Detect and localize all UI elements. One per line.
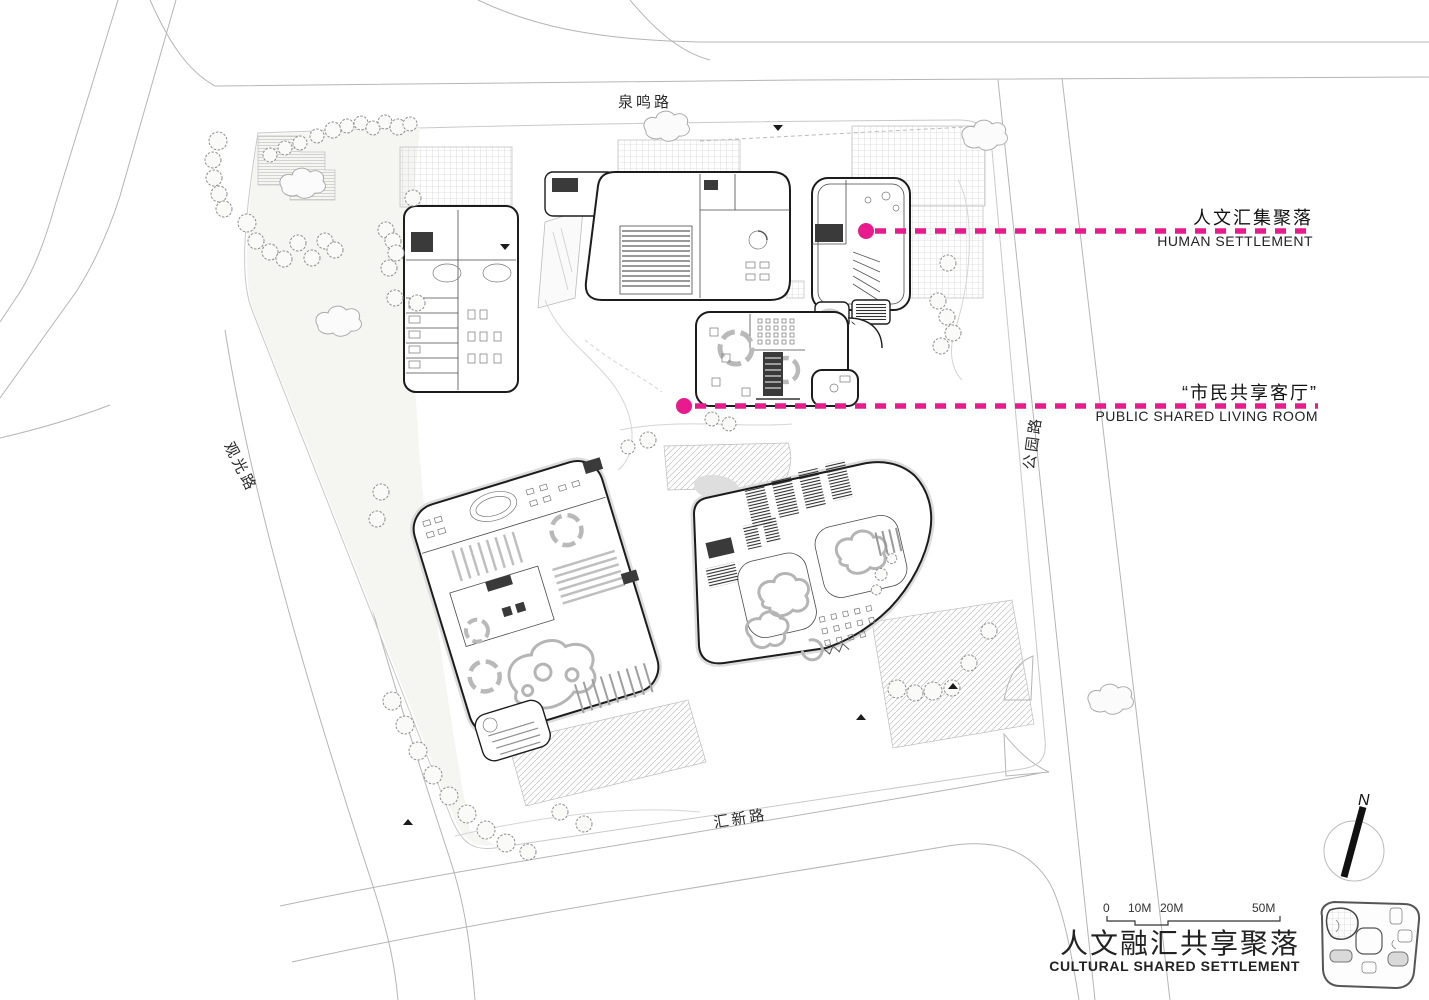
callout-human-settlement-line: [858, 223, 1313, 239]
scale-label-0: 0: [1103, 901, 1110, 915]
building-dormitory: [403, 205, 519, 393]
site-boundary: [244, 119, 1046, 850]
building-shared-living-room: [695, 311, 883, 407]
drawing-title-en: CULTURAL SHARED SETTLEMENT: [1049, 958, 1300, 974]
callout-human-settlement-zh: 人文汇集聚落: [1193, 208, 1313, 228]
callout-dot-shared-living-room: [676, 398, 692, 414]
building-kindergarten-west: [410, 457, 662, 762]
trees: [204, 110, 1134, 861]
building-human-settlement: [811, 177, 911, 329]
north-arrow: [1323, 806, 1385, 882]
building-kindergarten-east: [690, 458, 935, 667]
scale-label-10m: 10M: [1128, 901, 1152, 915]
scale-bar: [1106, 916, 1281, 926]
callout-shared-living-room-zh: “市民共享客厅”: [1182, 383, 1318, 403]
callout-shared-living-room-line: [676, 398, 1318, 414]
callout-shared-living-room-en: PUBLIC SHARED LIVING ROOM: [1095, 408, 1318, 424]
callout-human-settlement-en: HUMAN SETTLEMENT: [1157, 233, 1313, 249]
callout-dot-human-settlement: [858, 223, 874, 239]
road-label-quanming: 泉鸣路: [618, 94, 673, 111]
drawing-title-zh: 人文融汇共享聚落: [1059, 928, 1300, 959]
entrance-markers: [403, 125, 958, 825]
scale-label-20m: 20M: [1160, 901, 1184, 915]
building-theater: [544, 171, 791, 301]
north-label: N: [1358, 792, 1370, 809]
scale-label-50m: 50M: [1252, 901, 1276, 915]
key-plan: [1320, 900, 1421, 990]
